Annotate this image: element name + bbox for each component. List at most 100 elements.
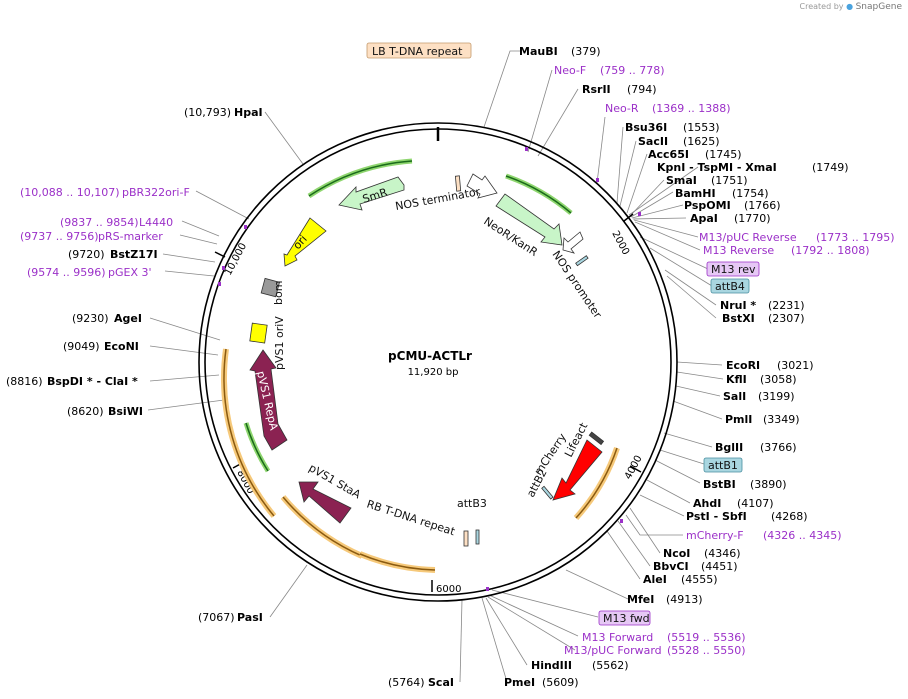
site-hindiii[interactable]: HindIII <box>531 659 572 672</box>
feature-pvs1-staa[interactable] <box>298 481 352 524</box>
primer-neo-f[interactable]: Neo-F <box>554 64 586 77</box>
site-rsrii[interactable]: RsrII <box>582 83 611 96</box>
site-mfei[interactable]: MfeI <box>627 593 654 606</box>
box-m13-rev[interactable]: M13 rev <box>706 261 760 277</box>
feature-attb2[interactable] <box>541 485 554 500</box>
site-bbvci-pos: (4451) <box>701 560 738 573</box>
site-scai[interactable]: ScaI <box>428 676 454 689</box>
site-alei[interactable]: AleI <box>643 573 667 586</box>
enzyme-labels-left: (5764) ScaI (7067) PasI (8620) BsiWI (88… <box>6 106 454 689</box>
feature-bom[interactable] <box>260 277 281 298</box>
primer-prs-marker[interactable]: pRS-marker <box>98 230 163 243</box>
site-bsiwi[interactable]: BsiWI <box>108 405 143 418</box>
feature-ori[interactable] <box>283 217 327 267</box>
site-bstbi[interactable]: BstBI <box>703 478 736 491</box>
site-pspomi[interactable]: PspOMI <box>684 199 731 212</box>
primer-m13-rev[interactable]: M13 Reverse <box>703 244 774 257</box>
primer-m13puc-rev[interactable]: M13/pUC Reverse <box>699 231 797 244</box>
primer-m13-fwd[interactable]: M13 Forward <box>582 631 653 644</box>
site-econi[interactable]: EcoNI <box>104 340 139 353</box>
primer-pbr322ori-f-range: (10,088 .. 10,107) <box>20 186 120 199</box>
feature-attb3[interactable] <box>475 529 480 545</box>
feature-label-bom: bom <box>272 281 285 305</box>
primer-mcherry-f[interactable]: mCherry-F <box>686 529 744 542</box>
feature-smr[interactable] <box>338 176 405 211</box>
enzyme-labels-right: MauBI (379) RsrII (794) Bsu36I (1553) Sa… <box>504 45 849 689</box>
site-ahdi[interactable]: AhdI <box>693 497 721 510</box>
site-bstbi-pos: (3890) <box>750 478 787 491</box>
site-pmli-pos: (3349) <box>763 413 800 426</box>
site-sali-pos: (3199) <box>758 390 795 403</box>
site-ecori[interactable]: EcoRI <box>726 359 760 372</box>
primer-labels: Neo-F (759 .. 778) Neo-R (1369 .. 1388) … <box>20 64 895 657</box>
primer-marks <box>218 147 641 591</box>
site-pspomi-pos: (1766) <box>744 199 781 212</box>
site-sacii[interactable]: SacII <box>638 135 668 148</box>
site-ncoi[interactable]: NcoI <box>663 547 690 560</box>
primer-neo-f-range: (759 .. 778) <box>600 64 665 77</box>
site-nrui-pos: (2231) <box>768 299 805 312</box>
feature-lb-tdna[interactable] <box>454 175 462 192</box>
site-bspdi[interactable]: BspDI * - ClaI * <box>47 375 138 388</box>
site-pasi-pos: (7067) <box>198 611 235 624</box>
site-pmli[interactable]: PmlI <box>725 413 752 426</box>
site-bsu36i-pos: (1553) <box>683 121 720 134</box>
site-pmei-pos: (5609) <box>542 676 579 689</box>
site-kfli[interactable]: KflI <box>726 373 747 386</box>
feature-neor-kanr[interactable] <box>495 193 563 246</box>
site-bstxi-pos: (2307) <box>768 312 805 325</box>
site-maubi-pos: (379) <box>571 45 601 58</box>
primer-pbr322ori-f[interactable]: pBR322ori-F <box>122 186 190 199</box>
primer-neo-r[interactable]: Neo-R <box>605 102 639 115</box>
site-bsu36i[interactable]: Bsu36I <box>625 121 667 134</box>
site-pmei[interactable]: PmeI <box>504 676 535 689</box>
site-bamhi-pos: (1754) <box>732 187 769 200</box>
site-maubi[interactable]: MauBI <box>519 45 558 58</box>
site-bbvci[interactable]: BbvCI <box>653 560 689 573</box>
feature-rb-tdna[interactable] <box>463 530 469 547</box>
snapgene-credit: Created by ● SnapGene <box>800 2 903 12</box>
primer-m13puc-fwd[interactable]: M13/pUC Forward <box>564 644 662 657</box>
site-sali[interactable]: SalI <box>723 390 746 403</box>
site-bglii[interactable]: BglII <box>715 441 743 454</box>
site-bstz17i[interactable]: BstZ17I <box>110 248 158 261</box>
site-acc65i[interactable]: Acc65I <box>648 148 689 161</box>
site-bstxi[interactable]: BstXI <box>722 312 755 325</box>
site-ecori-pos: (3021) <box>777 359 814 372</box>
feature-attb4-mark[interactable] <box>575 255 589 267</box>
site-agei-pos: (9230) <box>72 312 109 325</box>
box-m13-rev-label: M13 rev <box>711 263 756 276</box>
box-attb1[interactable]: attB1 <box>703 457 743 473</box>
primer-pgex3-range: (9574 .. 9596) <box>27 266 106 279</box>
site-psti[interactable]: PstI - SbfI <box>686 510 747 523</box>
site-kfli-pos: (3058) <box>760 373 797 386</box>
feature-pvs1-repa[interactable] <box>249 349 288 451</box>
box-m13-fwd[interactable]: M13 fwd <box>598 610 651 626</box>
feature-nos-promoter[interactable] <box>562 231 584 254</box>
site-kpni-pos: (1749) <box>812 161 849 174</box>
site-bamhi[interactable]: BamHI <box>675 187 716 200</box>
site-econi-pos: (9049) <box>63 340 100 353</box>
site-apai-pos: (1770) <box>734 212 771 225</box>
box-lb-tdna[interactable]: LB T-DNA repeat <box>366 42 472 59</box>
feature-mcherry[interactable] <box>552 439 603 501</box>
box-attb4-label: attB4 <box>715 280 745 293</box>
site-smai[interactable]: SmaI <box>666 174 697 187</box>
site-nrui[interactable]: NruI * <box>720 299 756 312</box>
site-apai[interactable]: ApaI <box>690 212 718 225</box>
site-agei[interactable]: AgeI <box>114 312 142 325</box>
feature-pvs1-oriv[interactable] <box>249 322 268 344</box>
site-acc65i-pos: (1745) <box>705 148 742 161</box>
primer-pgex3[interactable]: pGEX 3' <box>108 266 152 279</box>
site-bspdi-pos: (8816) <box>6 375 43 388</box>
box-attb4[interactable]: attB4 <box>710 278 750 294</box>
site-psti-pos: (4268) <box>771 510 808 523</box>
site-hpai[interactable]: HpaI <box>234 106 263 119</box>
site-pasi[interactable]: PasI <box>237 611 263 624</box>
primer-l4440[interactable]: L4440 <box>139 216 173 229</box>
feature-lifeact[interactable] <box>588 431 605 446</box>
site-kpni[interactable]: KpnI - TspMI - XmaI <box>657 161 777 174</box>
primer-l4440-range: (9837 .. 9854) <box>60 216 139 229</box>
feature-nos-terminator[interactable] <box>466 173 498 199</box>
